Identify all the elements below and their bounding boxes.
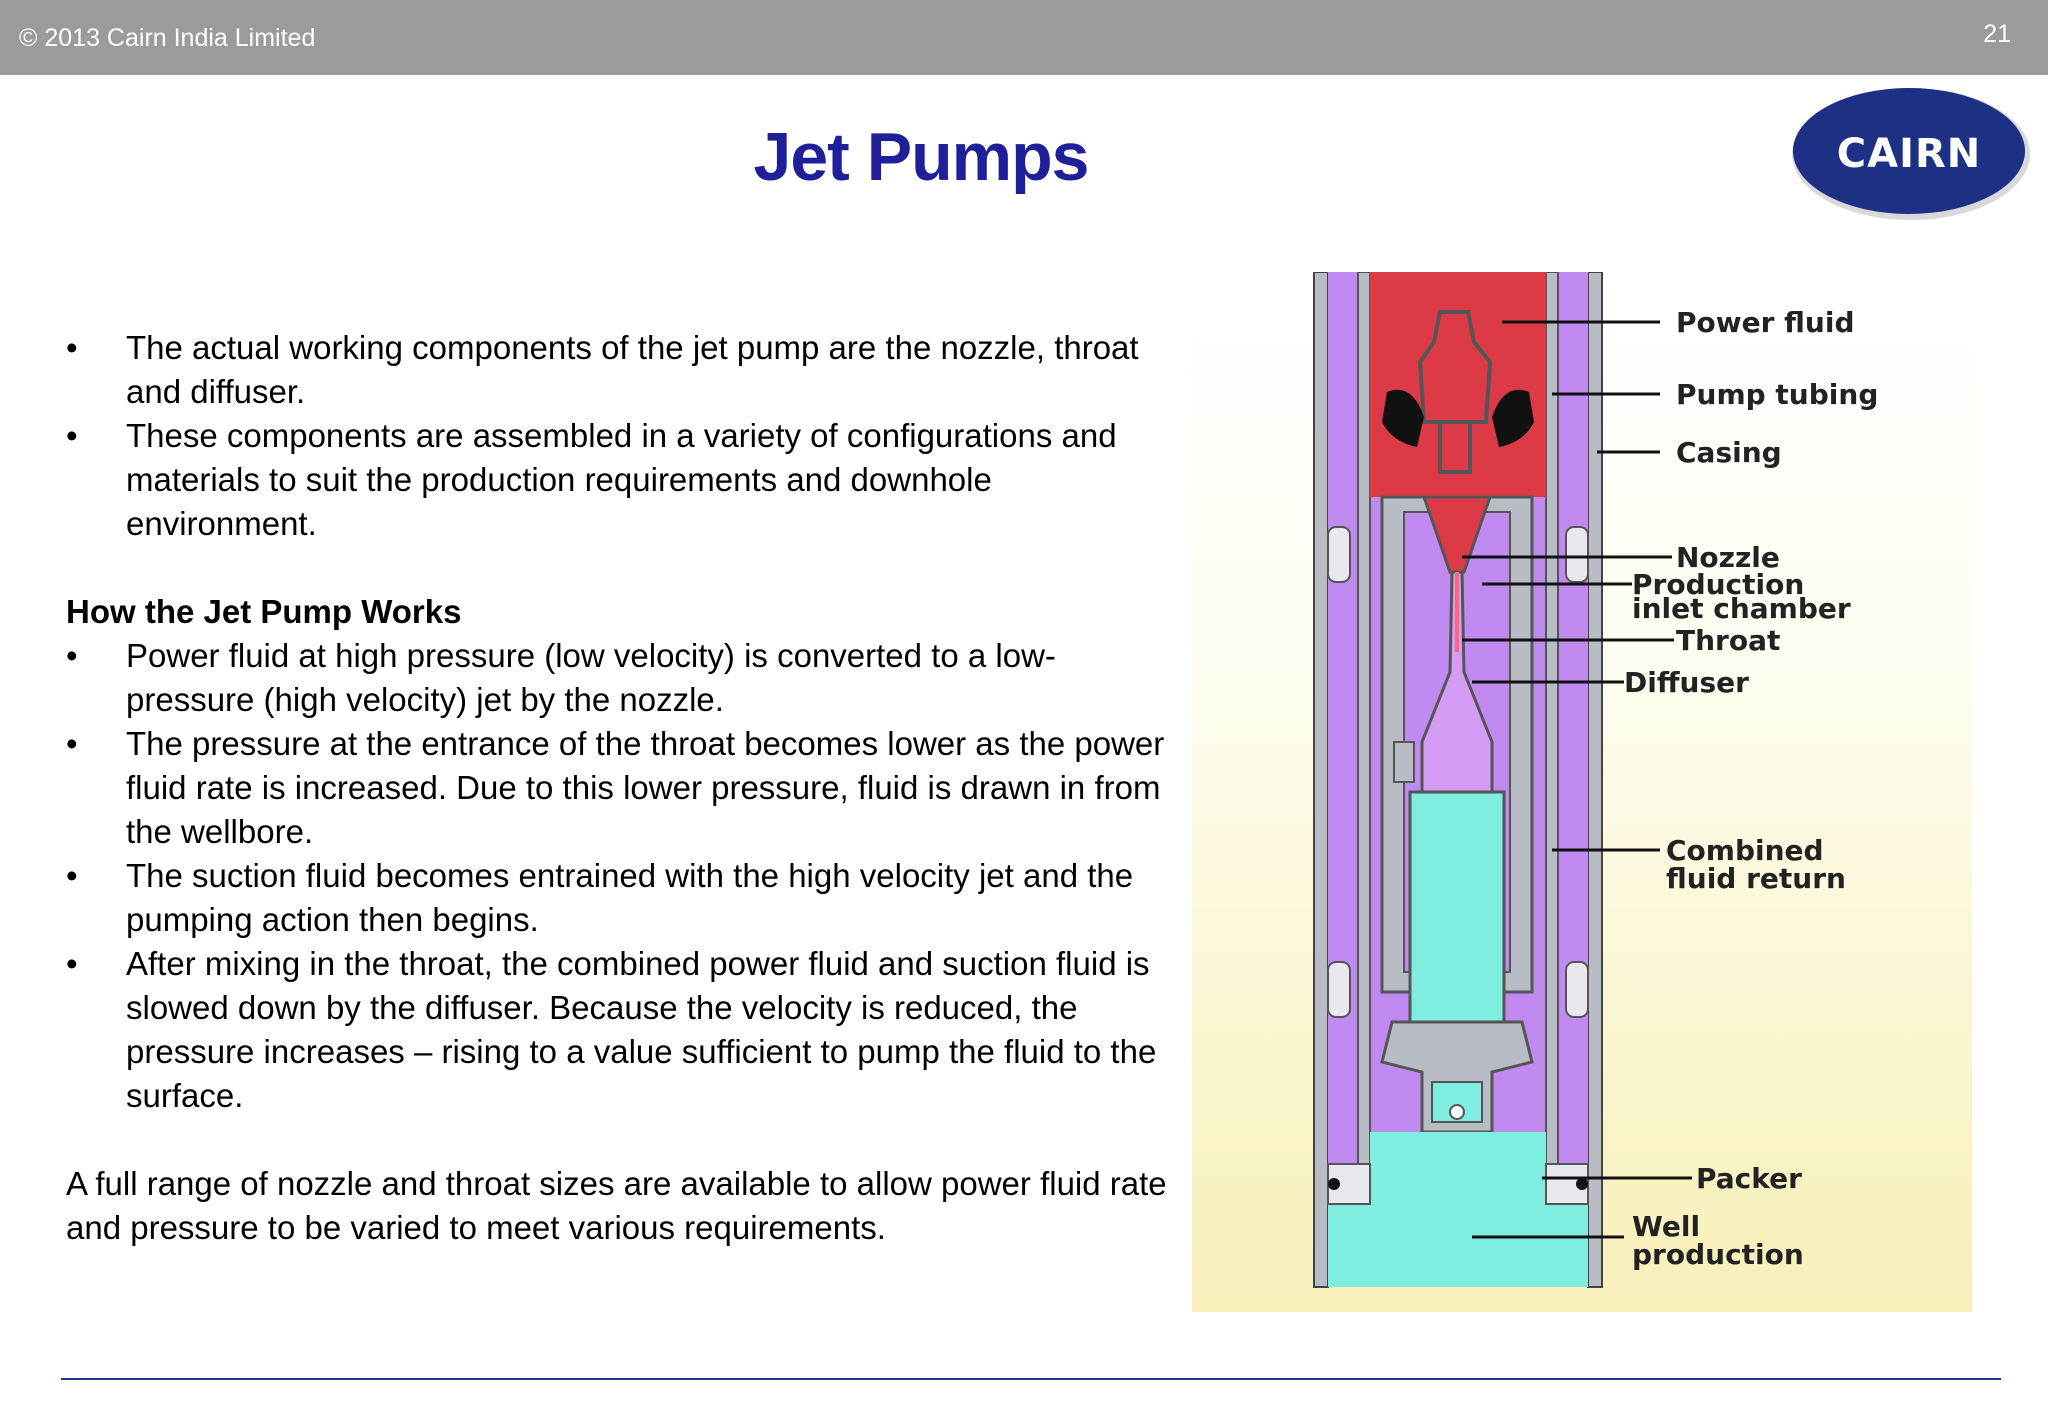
label-diffuser: Diffuser — [1624, 666, 1749, 699]
casing-wall-left — [1313, 271, 1329, 1288]
bullet-dot: • — [66, 329, 78, 366]
combined-fluid-chamber — [1408, 790, 1506, 1024]
label-pump-tubing: Pump tubing — [1676, 378, 1878, 411]
nozzle — [1421, 495, 1493, 574]
bullet-dot: • — [66, 857, 78, 894]
label-fluid-return: fluid return — [1666, 862, 1846, 895]
label-nozzle: Nozzle — [1676, 541, 1780, 574]
label-throat: Throat — [1676, 624, 1780, 657]
fishing-neck — [1417, 310, 1493, 424]
leader-lines — [1462, 320, 1692, 1239]
bullet-text: Power fluid at high pressure (low veloci… — [126, 637, 1056, 718]
power-fluid-region — [1370, 272, 1546, 497]
label-packer: Packer — [1696, 1162, 1802, 1195]
bullet-item: • Power fluid at high pressure (low velo… — [66, 634, 1176, 722]
upper-seal-left — [1327, 526, 1351, 583]
jet-pump-diagram: Power fluid Pump tubing Casing Nozzle Pr… — [1192, 271, 1972, 1312]
well-production-fluid — [1328, 1172, 1588, 1287]
label-production: Production — [1632, 568, 1804, 601]
bullet-item: • The actual working components of the j… — [66, 326, 1176, 414]
seal-right — [1492, 389, 1534, 447]
bullet-item: • These components are assembled in a va… — [66, 414, 1176, 546]
jet-pump-drawing: Power fluid Pump tubing Casing Nozzle Pr… — [1313, 271, 1878, 1288]
lower-tubing-fluid — [1370, 1132, 1546, 1172]
bullet-text: The actual working components of the jet… — [126, 329, 1139, 410]
copyright-text: © 2013 Cairn India Limited — [19, 24, 316, 52]
bullet-dot: • — [66, 417, 78, 454]
bullet-text: These components are assembled in a vari… — [126, 417, 1117, 542]
bullet-text: The suction fluid becomes entrained with… — [126, 857, 1134, 938]
footer-rule — [61, 1378, 2001, 1380]
bullet-item: • After mixing in the throat, the combin… — [66, 942, 1176, 1118]
bullet-dot: • — [66, 637, 78, 674]
closing-paragraph: A full range of nozzle and throat sizes … — [66, 1165, 1167, 1246]
packer-right — [1545, 1163, 1589, 1205]
upper-seal-right — [1565, 526, 1589, 583]
label-well: Well — [1632, 1210, 1700, 1243]
valve-stem — [1438, 420, 1472, 474]
tubing-wall-right — [1545, 271, 1559, 1173]
valve-ball — [1449, 1104, 1465, 1120]
side-port — [1393, 741, 1415, 783]
packer-bolt-right — [1576, 1178, 1588, 1190]
seal-left — [1382, 389, 1424, 447]
label-casing: Casing — [1676, 436, 1782, 469]
page-number: 21 — [1983, 20, 2011, 48]
top-bar: © 2013 Cairn India Limited 21 — [0, 0, 2048, 75]
page-title: Jet Pumps — [753, 119, 1090, 195]
bullet-item: • The pressure at the entrance of the th… — [66, 722, 1176, 854]
middle-seal-right — [1565, 961, 1589, 1018]
bullet-item: • The suction fluid becomes entrained wi… — [66, 854, 1176, 942]
bullet-text: The pressure at the entrance of the thro… — [126, 725, 1165, 850]
label-production-well: production — [1632, 1238, 1804, 1271]
label-inlet-chamber: inlet chamber — [1632, 592, 1851, 625]
casing-wall-right — [1587, 271, 1603, 1288]
label-power-fluid: Power fluid — [1676, 306, 1855, 339]
bullet-dot: • — [66, 725, 78, 762]
tubing-wall-left — [1357, 271, 1371, 1173]
slide-body: • The actual working components of the j… — [66, 326, 1176, 1250]
logo-text: CAIRN — [1837, 131, 1981, 177]
packer-bolt-left — [1328, 1178, 1340, 1190]
bullet-dot: • — [66, 945, 78, 982]
section-heading: How the Jet Pump Works — [66, 593, 462, 630]
middle-seal-left — [1327, 961, 1351, 1018]
label-combined: Combined — [1666, 834, 1824, 867]
cairn-logo: CAIRN — [1792, 88, 2030, 220]
bullet-text: After mixing in the throat, the combined… — [126, 945, 1157, 1114]
